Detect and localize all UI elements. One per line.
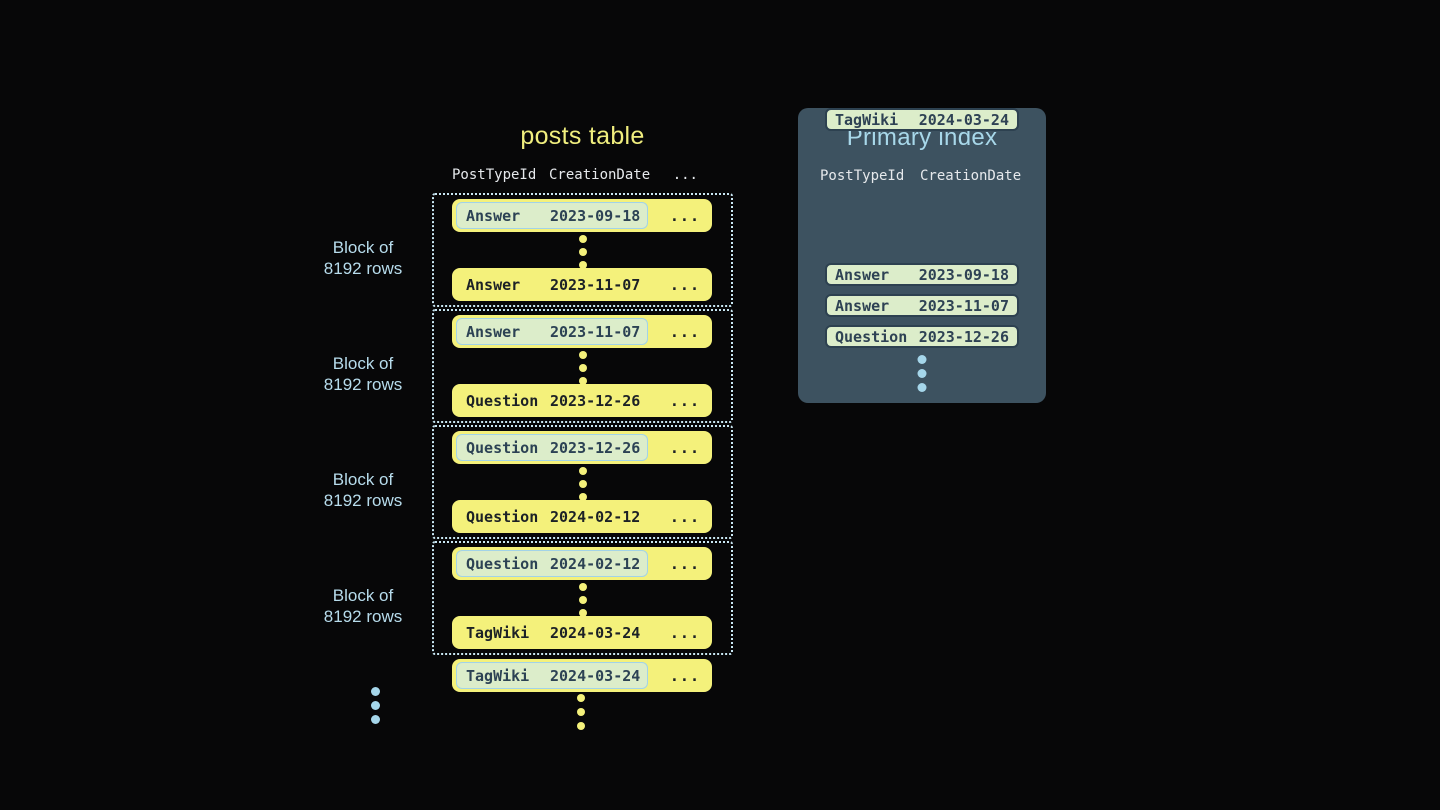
row-posttypeid: Answer (835, 296, 890, 315)
row-ellipsis: ... (669, 391, 700, 410)
column-header-ellipsis: ... (672, 167, 698, 183)
row-ellipsis: ... (669, 554, 700, 573)
table-row: TagWiki 2024-03-24 ... (452, 659, 712, 692)
table-row: Question 2023-12-26 ... (452, 431, 712, 464)
row-posttypeid: Question (466, 438, 539, 457)
block-label-line1: Block of (332, 470, 394, 489)
block-label-line1: Block of (332, 586, 394, 605)
row-creationdate: 2024-02-12 (550, 554, 641, 573)
primary-index-panel: Primary index PostTypeId CreationDate An… (798, 108, 1046, 403)
index-row: TagWiki 2024-03-24 (825, 108, 1019, 131)
block-2-label: Block of 8192 rows (308, 353, 418, 395)
row-creationdate: 2024-03-24 (550, 666, 641, 685)
table-row: Answer 2023-09-18 ... (452, 199, 712, 232)
primary-index-column-headers: PostTypeId CreationDate (820, 168, 1021, 184)
row-ellipsis: ... (669, 507, 700, 526)
row-ellipsis: ... (669, 623, 700, 642)
row-ellipsis: ... (669, 438, 700, 457)
row-block-1: Block of 8192 rows Answer 2023-09-18 ...… (324, 193, 733, 307)
vertical-ellipsis-icon (917, 355, 927, 392)
table-row: Answer 2023-11-07 ... (452, 268, 712, 301)
row-ellipsis: ... (669, 275, 700, 294)
vertical-ellipsis-icon (578, 583, 587, 617)
row-posttypeid: TagWiki (835, 110, 899, 129)
block-label-line2: 8192 rows (323, 607, 403, 626)
row-posttypeid: Answer (466, 206, 521, 225)
row-highlight: Question 2024-02-12 (456, 550, 649, 577)
block-label-line2: 8192 rows (323, 259, 403, 278)
row-ellipsis: ... (669, 206, 700, 225)
table-row: Question 2024-02-12 ... (452, 547, 712, 580)
column-header-creationdate: CreationDate (549, 167, 651, 183)
row-highlight: TagWiki 2024-03-24 (456, 662, 649, 689)
row-posttypeid: Question (835, 327, 908, 346)
vertical-ellipsis-icon (578, 467, 587, 501)
row-block-3: Block of 8192 rows Question 2023-12-26 .… (324, 425, 733, 539)
row-block-4: Block of 8192 rows Question 2024-02-12 .… (324, 541, 733, 655)
row-posttypeid: Question (466, 507, 539, 526)
row-posttypeid: Answer (466, 322, 521, 341)
block-label-line1: Block of (332, 354, 394, 373)
table-row: Question 2024-02-12 ... (452, 500, 712, 533)
block-1-label: Block of 8192 rows (308, 237, 418, 279)
row-ellipsis: ... (669, 322, 700, 341)
posts-table-title: posts table (520, 122, 645, 150)
row-creationdate: 2023-09-18 (550, 206, 641, 225)
column-header-posttypeid: PostTypeId (452, 167, 537, 183)
row-posttypeid: Answer (835, 265, 890, 284)
row-creationdate: 2023-11-07 (550, 322, 641, 341)
vertical-ellipsis-icon (578, 351, 587, 385)
posts-table-column-headers: PostTypeId CreationDate ... (452, 166, 712, 184)
block-label-line2: 8192 rows (323, 491, 403, 510)
row-block-2: Block of 8192 rows Answer 2023-11-07 ...… (324, 309, 733, 423)
row-posttypeid: Answer (466, 275, 521, 294)
block-label-line1: Block of (332, 238, 394, 257)
column-header-posttypeid: PostTypeId (820, 168, 905, 184)
more-blocks-ellipsis-icon (371, 687, 380, 724)
row-highlight: Question 2023-12-26 (456, 434, 649, 461)
row-creationdate: 2024-03-24 (918, 110, 1009, 129)
row-creationdate: 2023-11-07 (550, 275, 641, 294)
block-3-label: Block of 8192 rows (308, 469, 418, 511)
row-highlight: Answer 2023-09-18 (456, 202, 649, 229)
column-header-creationdate: CreationDate (920, 168, 1022, 184)
row-creationdate: 2023-12-26 (550, 438, 641, 457)
index-row: Question 2023-12-26 (825, 325, 1019, 348)
table-row: TagWiki 2024-03-24 ... (452, 616, 712, 649)
row-creationdate: 2023-12-26 (550, 391, 641, 410)
block-4-label: Block of 8192 rows (308, 585, 418, 627)
row-creationdate: 2024-03-24 (550, 623, 641, 642)
row-posttypeid: TagWiki (466, 666, 530, 685)
row-creationdate: 2023-09-18 (918, 265, 1009, 284)
row-creationdate: 2024-02-12 (550, 507, 641, 526)
table-row: Question 2023-12-26 ... (452, 384, 712, 417)
row-ellipsis: ... (669, 666, 700, 685)
row-highlight: Answer 2023-11-07 (456, 318, 649, 345)
row-posttypeid: TagWiki (466, 623, 530, 642)
index-row: Answer 2023-11-07 (825, 294, 1019, 317)
row-creationdate: 2023-11-07 (918, 296, 1009, 315)
block-label-line2: 8192 rows (323, 375, 403, 394)
vertical-ellipsis-icon (578, 235, 587, 269)
row-posttypeid: Question (466, 554, 539, 573)
vertical-ellipsis-icon (577, 694, 585, 730)
row-creationdate: 2023-12-26 (918, 327, 1009, 346)
index-row: Answer 2023-09-18 (825, 263, 1019, 286)
table-row: Answer 2023-11-07 ... (452, 315, 712, 348)
row-posttypeid: Question (466, 391, 539, 410)
